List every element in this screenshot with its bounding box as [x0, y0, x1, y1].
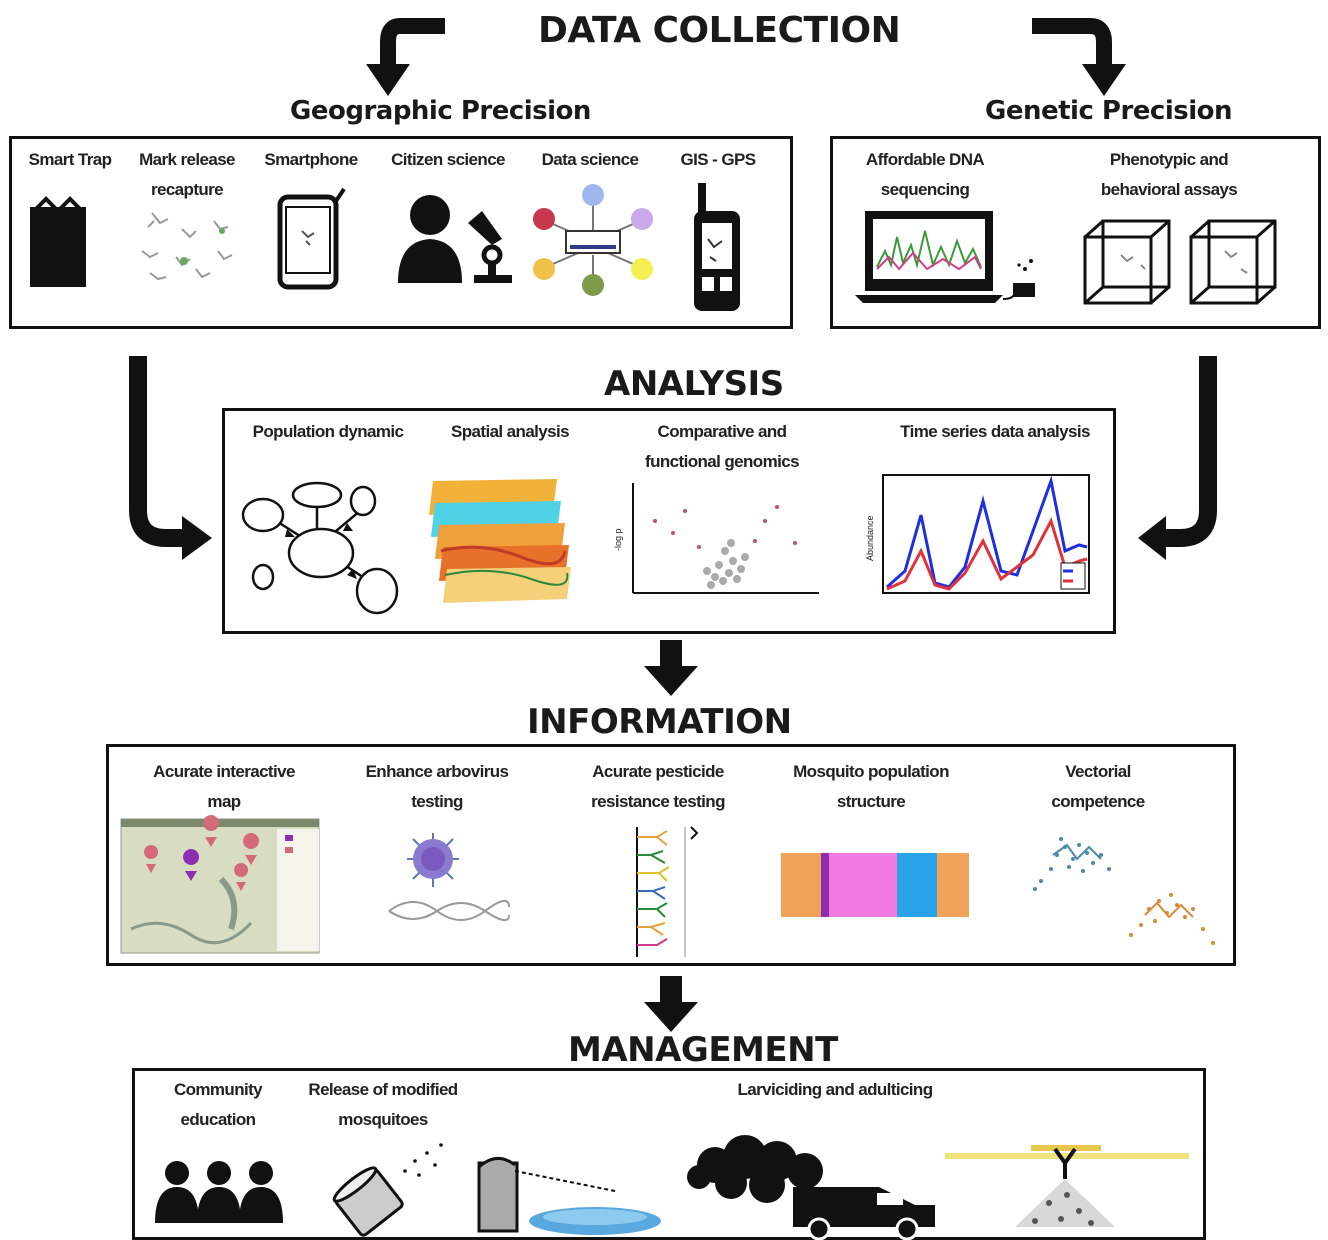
label-comparative-genomics: Comparative and functional genomics	[645, 422, 800, 471]
label-community-education: Community education	[173, 1080, 263, 1129]
arrow-down-left-icon	[366, 18, 445, 96]
arrow-right-to-analysis-icon	[1138, 356, 1217, 560]
label-citizen-science: Citizen science	[391, 150, 505, 169]
population-graph-icon	[241, 481, 399, 615]
map-layers-icon	[429, 479, 571, 603]
smartphone-icon	[277, 187, 346, 290]
virus-dna-icon	[388, 833, 510, 922]
gps-device-icon	[694, 183, 740, 311]
svg-text:-log p: -log p	[613, 528, 623, 551]
label-time-series: Time series data analysis	[900, 422, 1090, 441]
genetic-precision-title: Genetic Precision	[985, 96, 1233, 126]
assay-cubes-icon	[1083, 219, 1277, 305]
label-pesticide-resistance: Acurate pesticide resistance testing	[591, 762, 725, 811]
resistance-tree-icon	[636, 826, 699, 957]
label-assays: Phenotypic and behavioral assays	[1100, 150, 1238, 199]
label-dna-sequencing: Affordable DNA sequencing	[865, 150, 985, 199]
label-release-mosquitoes: Release of modified mosquitoes	[308, 1080, 458, 1129]
label-smart-trap: Smart Trap	[28, 150, 112, 169]
laptop-sequencer-icon	[855, 211, 1035, 303]
label-larviciding: Larviciding and adulticing	[737, 1080, 933, 1099]
arrow-down-right-icon	[1032, 18, 1126, 96]
geographic-precision-title: Geographic Precision	[290, 96, 591, 126]
stage-title-data-collection: DATA COLLECTION	[538, 10, 901, 51]
scatter-clusters-icon	[1033, 837, 1215, 945]
information-panel: Acurate interactive map Enhance arboviru…	[106, 744, 1236, 966]
interactive-map-icon	[120, 815, 320, 954]
stage-title-information: INFORMATION	[527, 702, 792, 742]
genetic-precision-panel: Affordable DNA sequencing Phenotypic and…	[830, 136, 1321, 329]
label-data-science: Data science	[541, 150, 639, 169]
structure-bar-icon	[781, 853, 969, 917]
stage-title-analysis: ANALYSIS	[604, 364, 784, 404]
citizen-microscope-icon	[398, 195, 512, 283]
people-icon	[155, 1161, 283, 1223]
spraying-icon	[477, 1135, 1189, 1240]
arrow-left-to-analysis-icon	[129, 356, 212, 560]
label-arbovirus-testing: Enhance arbovirus testing	[365, 762, 509, 811]
time-series-chart-icon: Abundance	[865, 474, 1090, 594]
geographic-precision-panel: Smart Trap Mark release recapture Smartp…	[9, 136, 793, 329]
label-smartphone: Smartphone	[264, 150, 358, 169]
mosquitoes-icon	[141, 212, 233, 281]
network-icon	[533, 184, 653, 296]
svg-text:Abundance: Abundance	[865, 515, 875, 561]
management-panel: Community education Release of modified …	[132, 1068, 1206, 1240]
label-population-dynamic: Population dynamic	[252, 422, 404, 441]
label-interactive-map: Acurate interactive map	[153, 762, 295, 811]
label-population-structure: Mosquito population structure	[793, 762, 949, 811]
volcano-plot-icon: -log p	[613, 483, 819, 594]
label-vectorial-competence: Vectorial competence	[1051, 762, 1145, 811]
stage-title-management: MANAGEMENT	[568, 1030, 838, 1070]
label-mark-release: Mark release recapture	[139, 150, 235, 199]
label-gis-gps: GIS - GPS	[680, 150, 757, 169]
arrow-down-icon	[644, 976, 698, 1032]
arrow-down-icon	[644, 640, 698, 696]
trap-icon	[30, 196, 86, 287]
label-spatial-analysis: Spatial analysis	[451, 422, 570, 441]
release-cup-icon	[332, 1143, 443, 1237]
analysis-panel: Population dynamic Spatial analysis Comp…	[222, 408, 1116, 634]
